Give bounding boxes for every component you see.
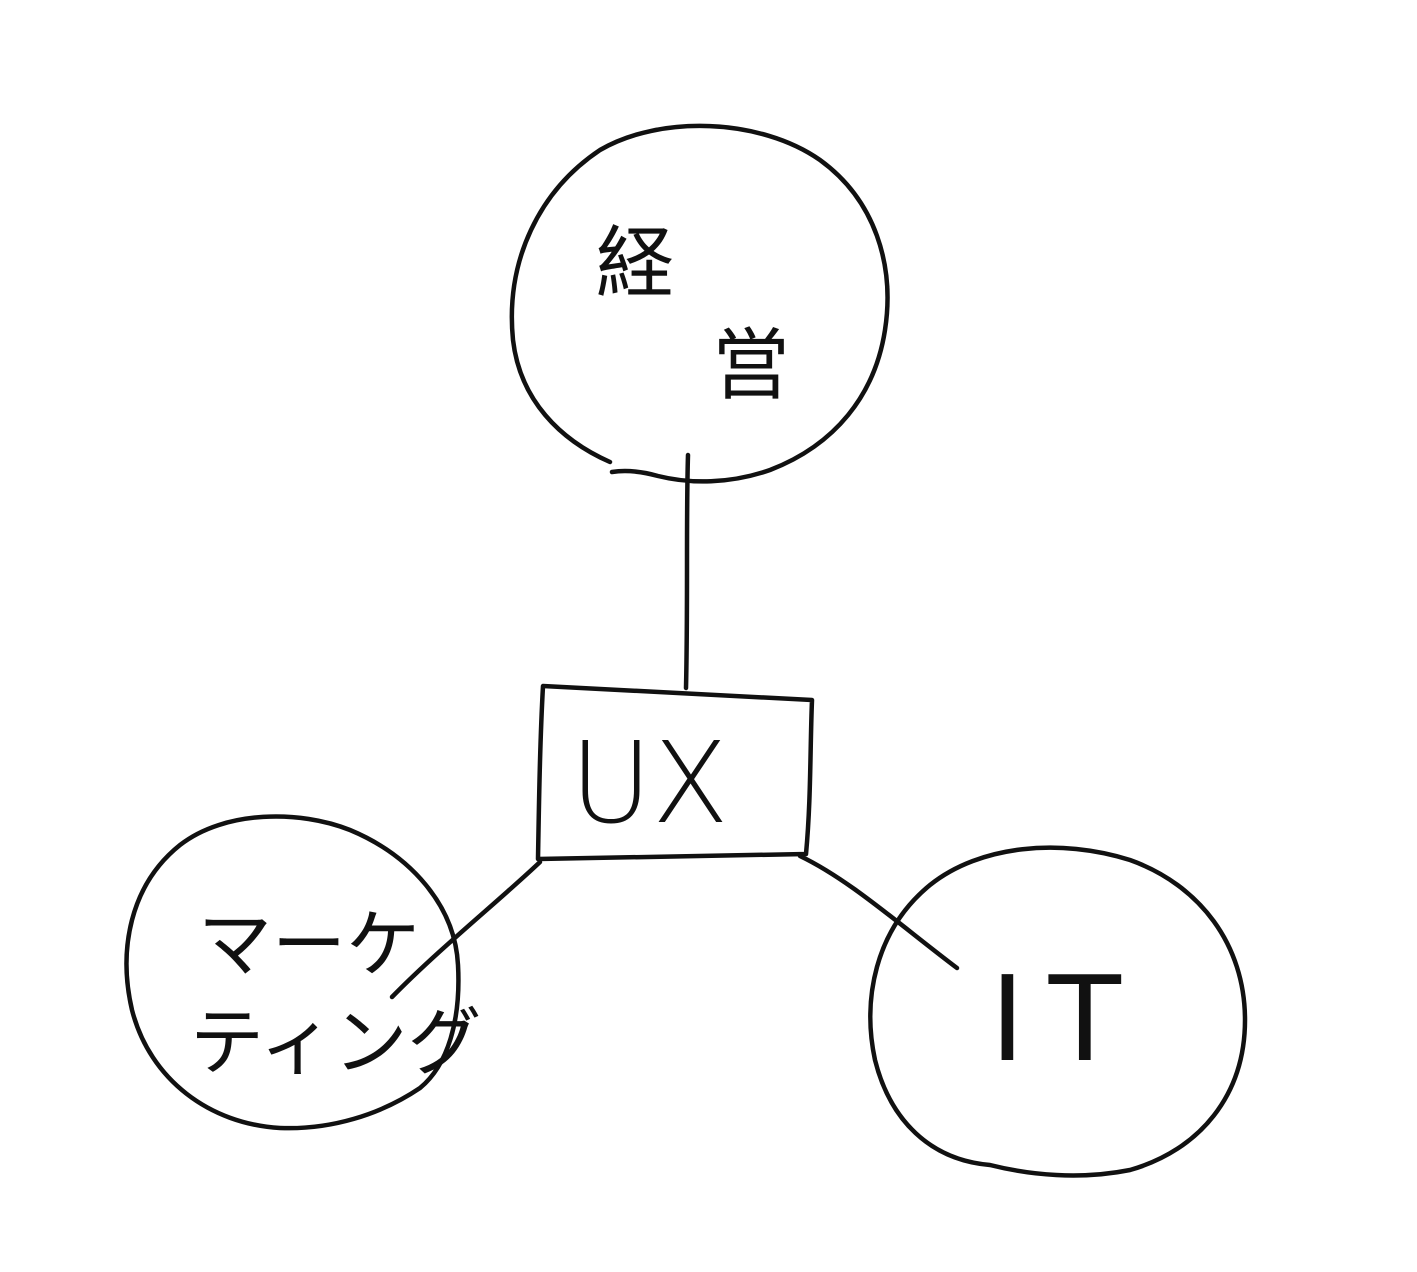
node-marketing-circle: [124, 814, 461, 1131]
edge-ux-it: [797, 853, 960, 971]
node-marketing-label-line-2: ティング: [190, 1000, 482, 1086]
node-marketing: マーケ ティング: [124, 814, 482, 1131]
node-it-circle: [868, 845, 1248, 1178]
node-management: 経 営: [509, 123, 890, 484]
node-management-label-line-2: 営: [712, 321, 790, 411]
node-management-label-line-1: 経: [596, 219, 674, 309]
node-management-circle: [509, 123, 890, 484]
node-marketing-label-line-1: マーケ: [198, 902, 420, 988]
node-it: IT: [868, 845, 1248, 1178]
edge-ux-management: [683, 452, 691, 691]
node-it-label: IT: [990, 950, 1145, 1088]
node-ux: UX: [535, 683, 815, 862]
node-ux-box: [535, 683, 815, 862]
edge-ux-marketing: [389, 859, 543, 1000]
node-ux-label: UX: [570, 719, 729, 849]
